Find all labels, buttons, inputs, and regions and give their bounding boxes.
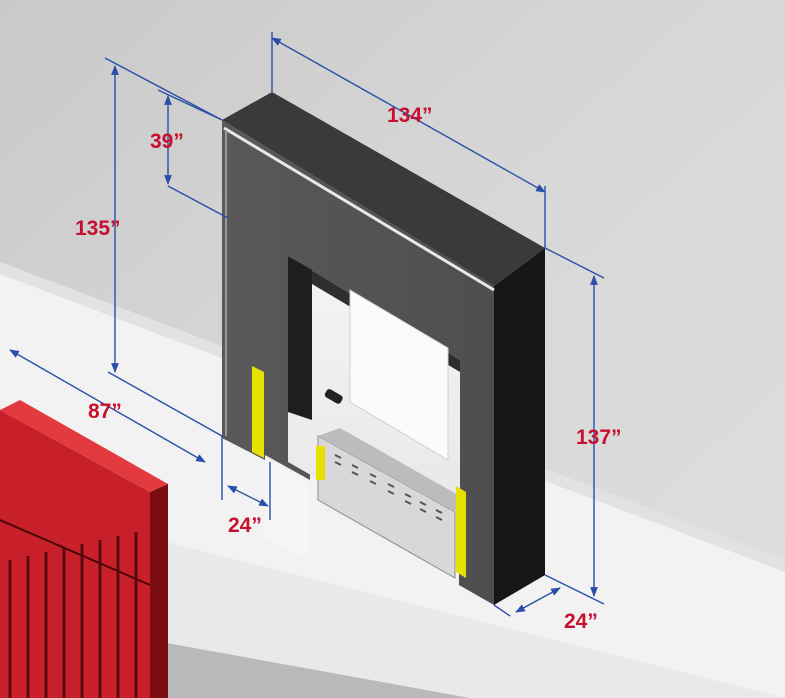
warning-stripe-right — [456, 486, 466, 578]
label-overall-height-right: 137” — [576, 426, 622, 449]
dim-line-opening — [9, 349, 206, 463]
seal-edge-highlight — [223, 126, 495, 292]
label-header-height: 39” — [150, 130, 184, 153]
dim-line-depth-right — [515, 587, 561, 613]
lower-wall-center — [265, 460, 310, 560]
label-width-top: 134” — [387, 104, 433, 127]
label-side-depth-left: 24” — [228, 514, 262, 537]
dock-door — [349, 289, 449, 461]
dim-line-depth-left — [227, 485, 269, 507]
label-side-depth-right: 24” — [564, 610, 598, 633]
warning-stripe-left — [252, 366, 264, 458]
dimension-lines — [9, 32, 605, 617]
seal-side-right — [494, 248, 545, 605]
label-opening-width: 87” — [88, 400, 122, 423]
opening-inner-wall — [288, 256, 312, 420]
leveler-top — [318, 428, 460, 512]
label-overall-height-left: 135” — [75, 217, 121, 240]
dim-line-width-top — [271, 37, 546, 193]
floor-shadow — [150, 640, 470, 698]
leveler-stripe-left — [316, 446, 325, 480]
leveler-rollers — [334, 454, 443, 521]
door-handle — [324, 389, 343, 404]
